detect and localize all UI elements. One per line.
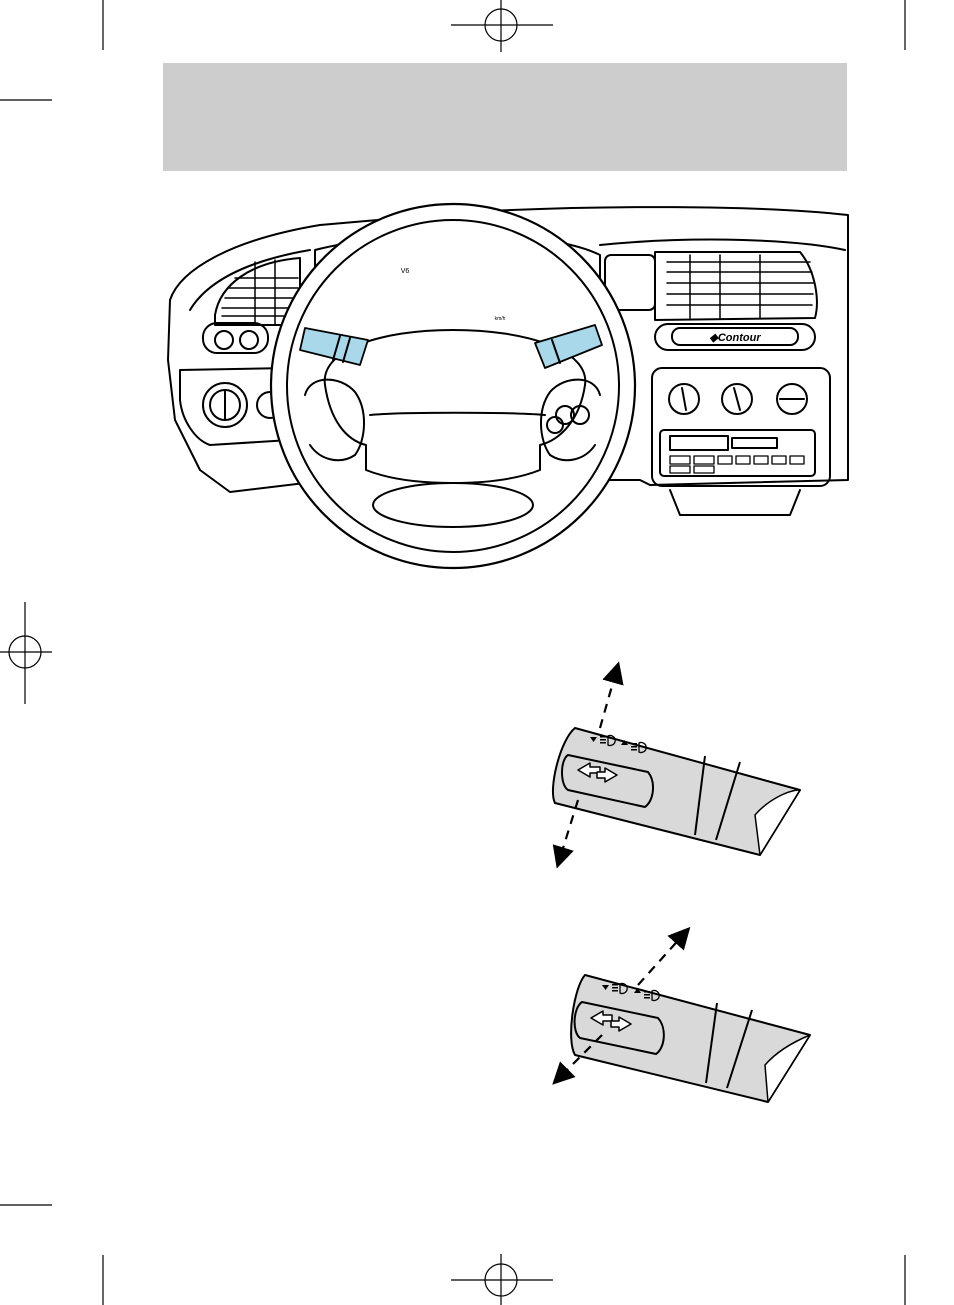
stalk-figure-bottom [0,0,954,1305]
